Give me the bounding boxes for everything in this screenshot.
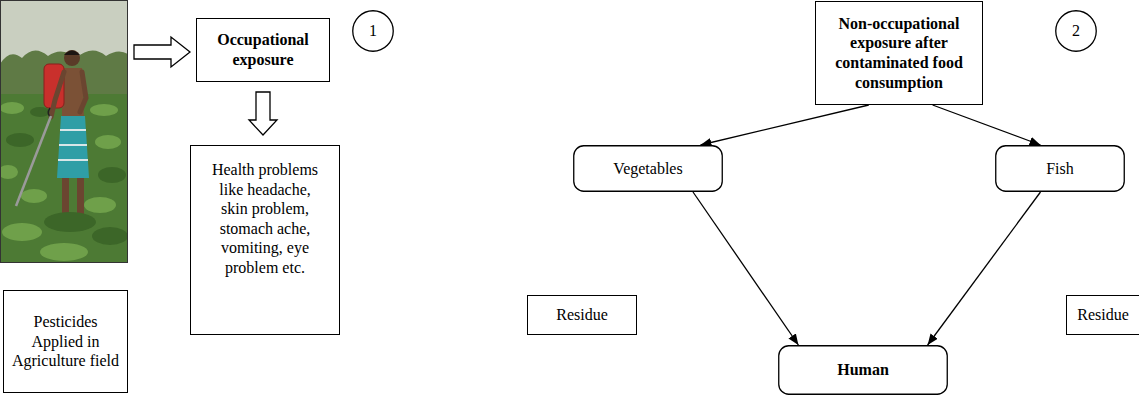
node-text: Non-occupational exposure after contamin… [822,14,976,92]
plant [92,227,128,245]
node-text: 1 [369,21,377,41]
node-text: Residue [1077,305,1129,325]
node-text: 2 [1072,21,1080,41]
plant [90,104,118,116]
lungi [57,116,89,178]
head [64,50,80,66]
receptor-box: Human [778,345,948,395]
food-box: Fish [995,145,1125,192]
plant [2,223,42,241]
arrow-line [693,192,798,345]
arrow-line [701,105,869,145]
photo-front-plants [2,212,128,261]
node-text: Occupational exposure [203,30,323,69]
lungi-stripes [58,130,88,160]
callout-circle: 2 [1055,10,1097,52]
farmer-figure [16,50,89,218]
source-box: Pesticides Applied in Agriculture field [3,290,128,393]
hollow-arrow [249,92,277,135]
rounded-shape [574,146,723,192]
node-text: Residue [556,305,608,325]
circle-shape [353,11,394,52]
plant [40,243,88,261]
arm [51,72,64,117]
photo-ground [1,1,128,263]
photo-border [1,1,128,263]
plant [6,133,34,147]
node-text: Vegetables [613,159,682,179]
plant [95,135,121,149]
node-text: Pesticides Applied in Agriculture field [9,312,122,371]
plant [0,165,18,179]
node-text: Fish [1046,159,1074,179]
node-text: Health problems like headache, skin prob… [204,160,326,277]
residue-box: Residue [527,295,637,335]
plant [84,197,116,213]
field-photo [0,1,128,263]
exposure-box: Non-occupational exposure after contamin… [815,1,983,105]
plant [44,212,96,232]
plant [30,107,50,117]
node-text: Human [837,360,889,380]
hose [48,108,51,117]
plant [0,102,24,114]
spray-wand [16,116,51,206]
arm [80,72,86,112]
callout-circle: 1 [352,10,394,52]
leg [77,176,84,218]
connectors [249,92,1041,345]
plant [98,167,126,183]
arrow-line [933,105,1041,145]
hair [64,51,80,56]
arrow-line [928,192,1041,345]
circle-shape [1056,11,1097,52]
leg [62,176,69,218]
hollow-arrow [134,37,190,67]
effect-box: Health problems like headache, skin prob… [190,145,340,335]
plant [21,189,47,203]
rounded-shape [779,346,948,395]
exposure-box: Occupational exposure [196,18,330,82]
food-box: Vegetables [573,145,723,192]
rounded-shape [996,146,1125,192]
residue-box: Residue [1066,295,1139,335]
